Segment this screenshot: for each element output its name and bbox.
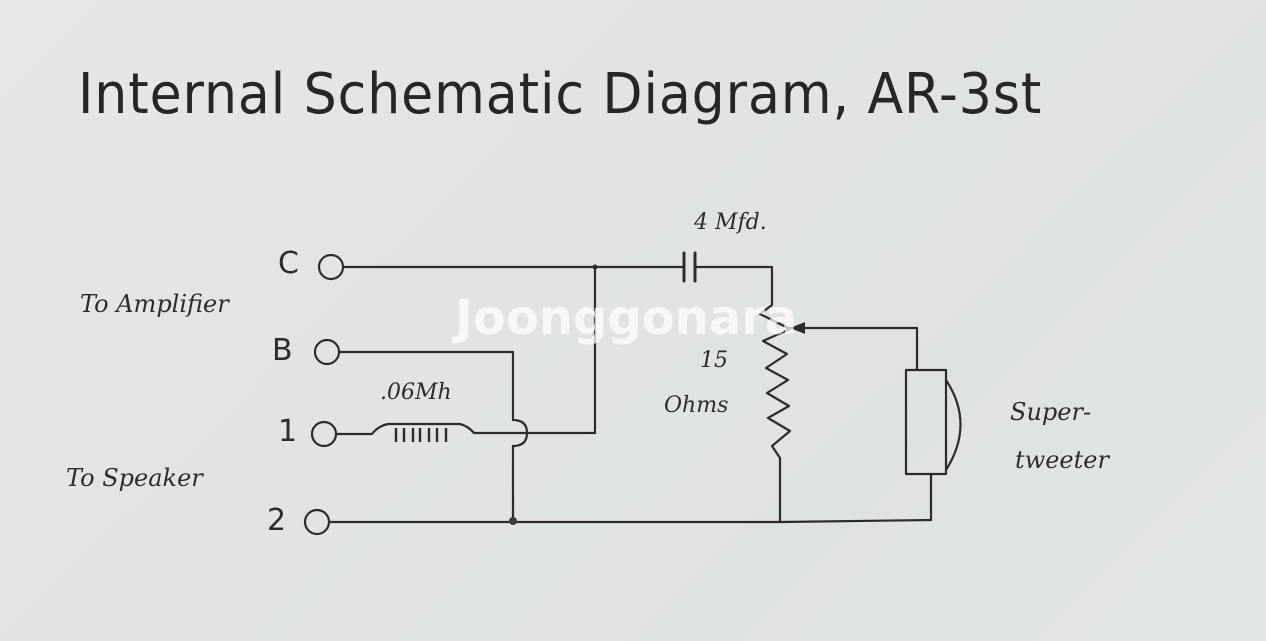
- watermark: Joonggonara: [455, 290, 798, 346]
- terminal-b-circle: [313, 338, 341, 366]
- to-amplifier-label: To Amplifier: [80, 290, 229, 318]
- terminal-2-label: 2: [267, 503, 287, 538]
- terminal-1-label: 1: [278, 414, 298, 449]
- terminal-1-circle: [310, 420, 338, 448]
- resistor-value-label: 15: [700, 348, 728, 373]
- capacitor-label: 4 Mfd.: [694, 210, 767, 235]
- terminal-c-label: C: [278, 246, 299, 281]
- supertweeter-label-line1: Super-: [1010, 398, 1092, 426]
- terminal-b-label: B: [272, 333, 293, 368]
- inductor-label: .06Mh: [380, 380, 452, 405]
- terminal-c-circle: [317, 253, 345, 281]
- terminal-2-circle: [303, 508, 331, 536]
- to-speaker-label: To Speaker: [66, 464, 203, 492]
- supertweeter-label-line2: tweeter: [1015, 446, 1109, 474]
- resistor-unit-label: Ohms: [664, 393, 729, 418]
- diagram-title: Internal Schematic Diagram, AR-3st: [78, 62, 1043, 127]
